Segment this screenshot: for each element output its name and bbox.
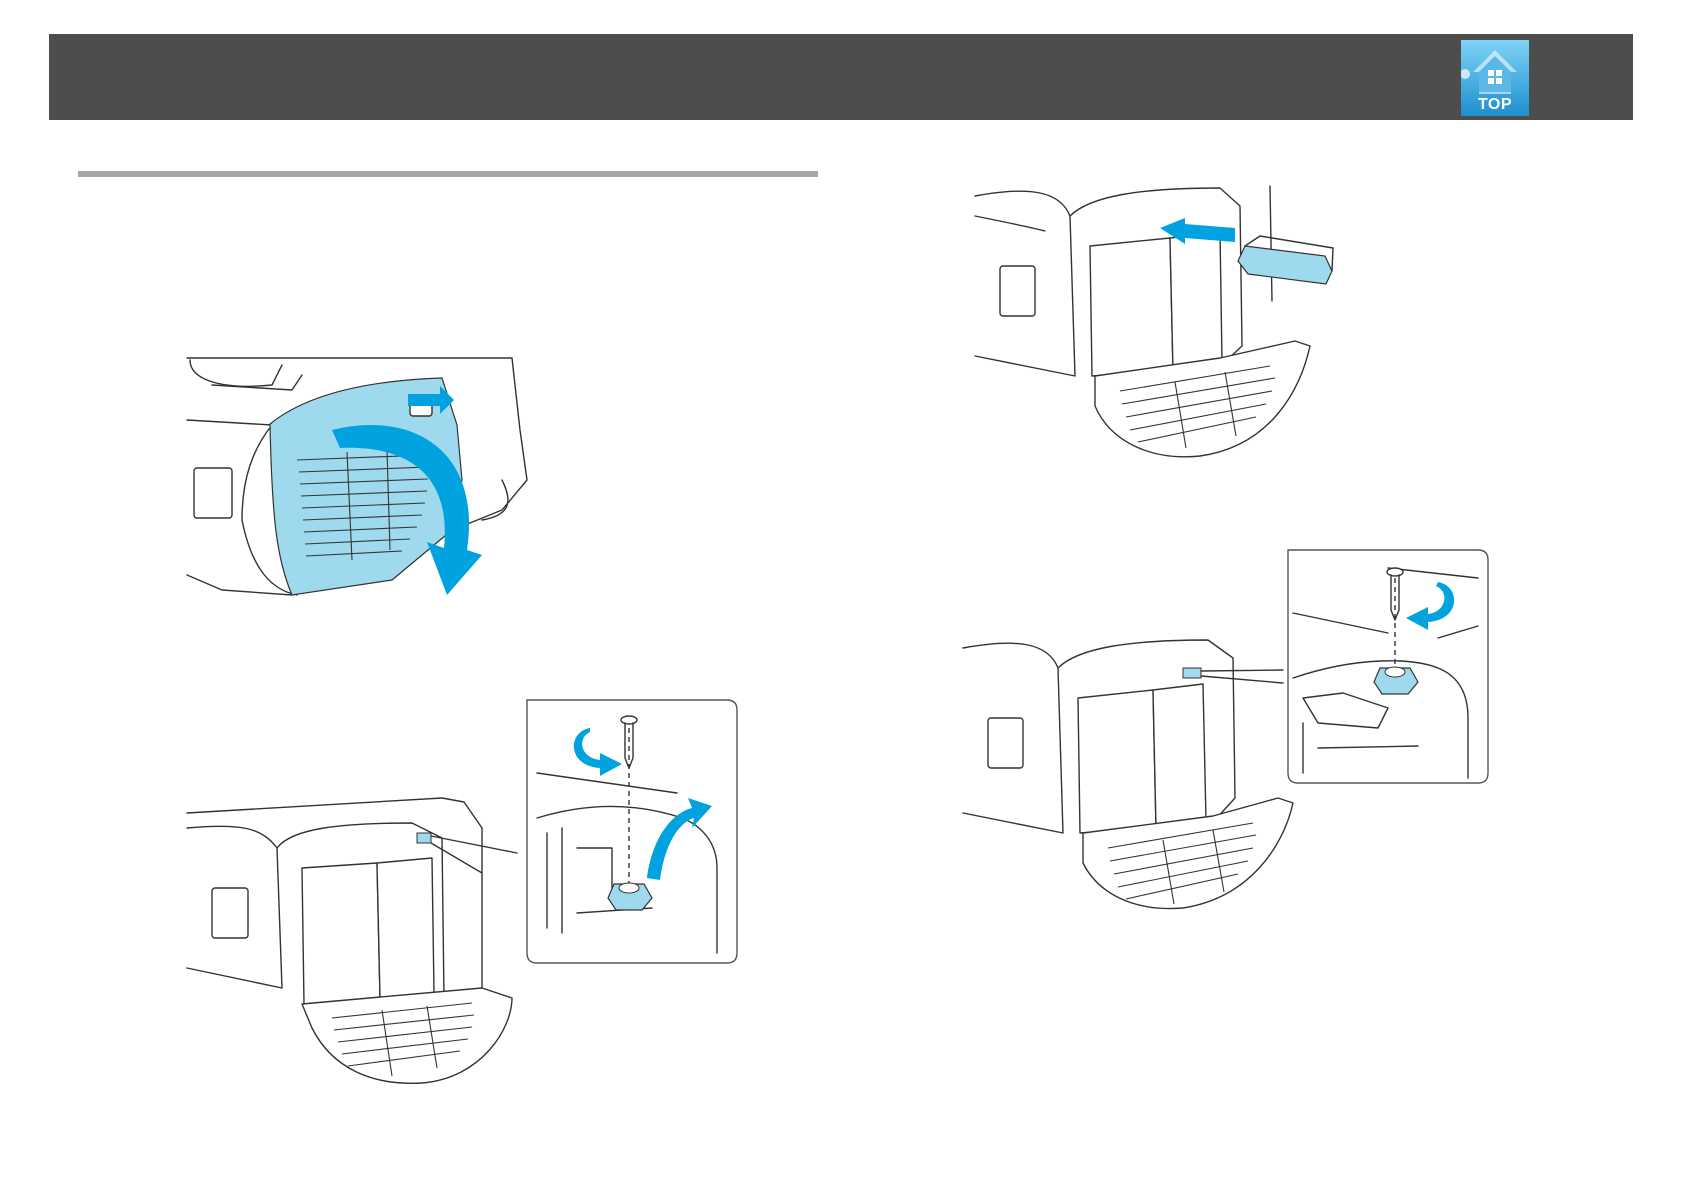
top-button[interactable]: TOP — [1461, 40, 1529, 116]
illustration-remove-screw — [182, 698, 742, 1088]
section-rule — [78, 171, 818, 177]
illustration-insert-module — [970, 176, 1350, 466]
illustration-open-cover — [182, 350, 562, 610]
top-label: TOP — [1461, 96, 1529, 114]
illustration-tighten-screw — [958, 548, 1508, 918]
header-bar — [49, 34, 1633, 120]
